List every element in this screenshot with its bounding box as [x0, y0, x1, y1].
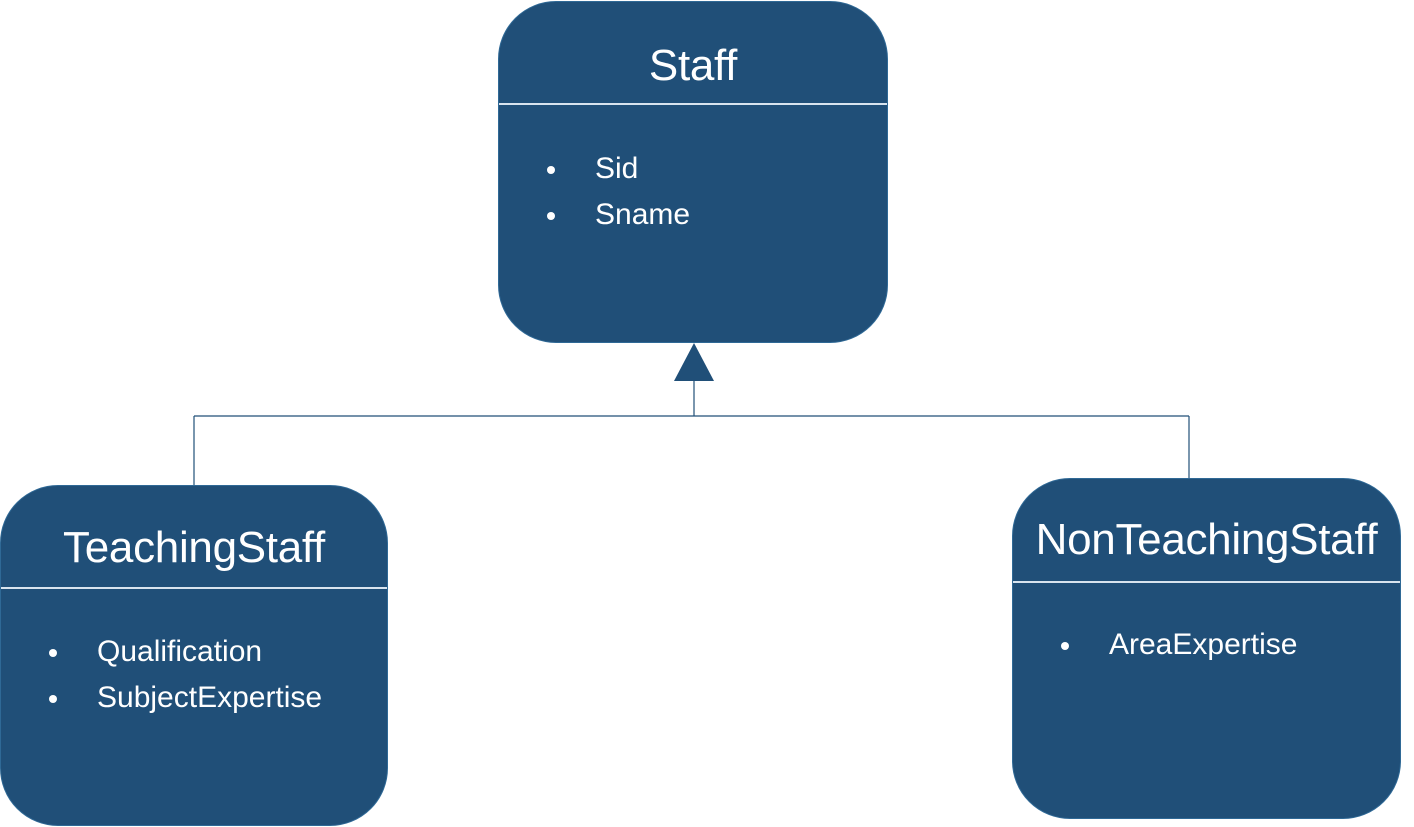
- attribute-item: Sid: [547, 146, 690, 192]
- class-divider: [1013, 581, 1400, 583]
- class-title-non-teaching-staff: NonTeachingStaff: [1035, 515, 1378, 564]
- bullet-icon: [547, 166, 555, 174]
- attribute-label: AreaExpertise: [1109, 628, 1298, 661]
- attribute-item: SubjectExpertise: [49, 675, 322, 721]
- bullet-icon: [547, 212, 555, 220]
- class-box-non-teaching-staff: NonTeachingStaff AreaExpertise: [1012, 478, 1401, 819]
- bullet-icon: [49, 649, 57, 657]
- class-box-teaching-staff: TeachingStaff Qualification SubjectExper…: [0, 485, 388, 826]
- attribute-label: SubjectExpertise: [97, 681, 323, 714]
- attribute-item: AreaExpertise: [1061, 622, 1297, 668]
- class-title-teaching-staff: TeachingStaff: [63, 523, 325, 572]
- bullet-icon: [1061, 642, 1069, 650]
- attribute-label: Sid: [595, 152, 639, 185]
- attribute-label: Qualification: [97, 635, 263, 668]
- generalization-arrowhead-icon: [674, 343, 714, 381]
- attribute-list-non-teaching-staff: AreaExpertise: [1061, 622, 1297, 668]
- bullet-icon: [49, 695, 57, 703]
- attribute-list-staff: Sid Sname: [547, 146, 690, 238]
- class-title-staff: Staff: [648, 41, 738, 90]
- class-divider: [1, 587, 387, 589]
- class-box-staff: Staff Sid Sname: [498, 1, 888, 343]
- attribute-item: Qualification: [49, 629, 322, 675]
- attribute-item: Sname: [547, 192, 690, 238]
- class-divider: [499, 103, 887, 105]
- attribute-label: Sname: [595, 198, 691, 231]
- attribute-list-teaching-staff: Qualification SubjectExpertise: [49, 629, 322, 721]
